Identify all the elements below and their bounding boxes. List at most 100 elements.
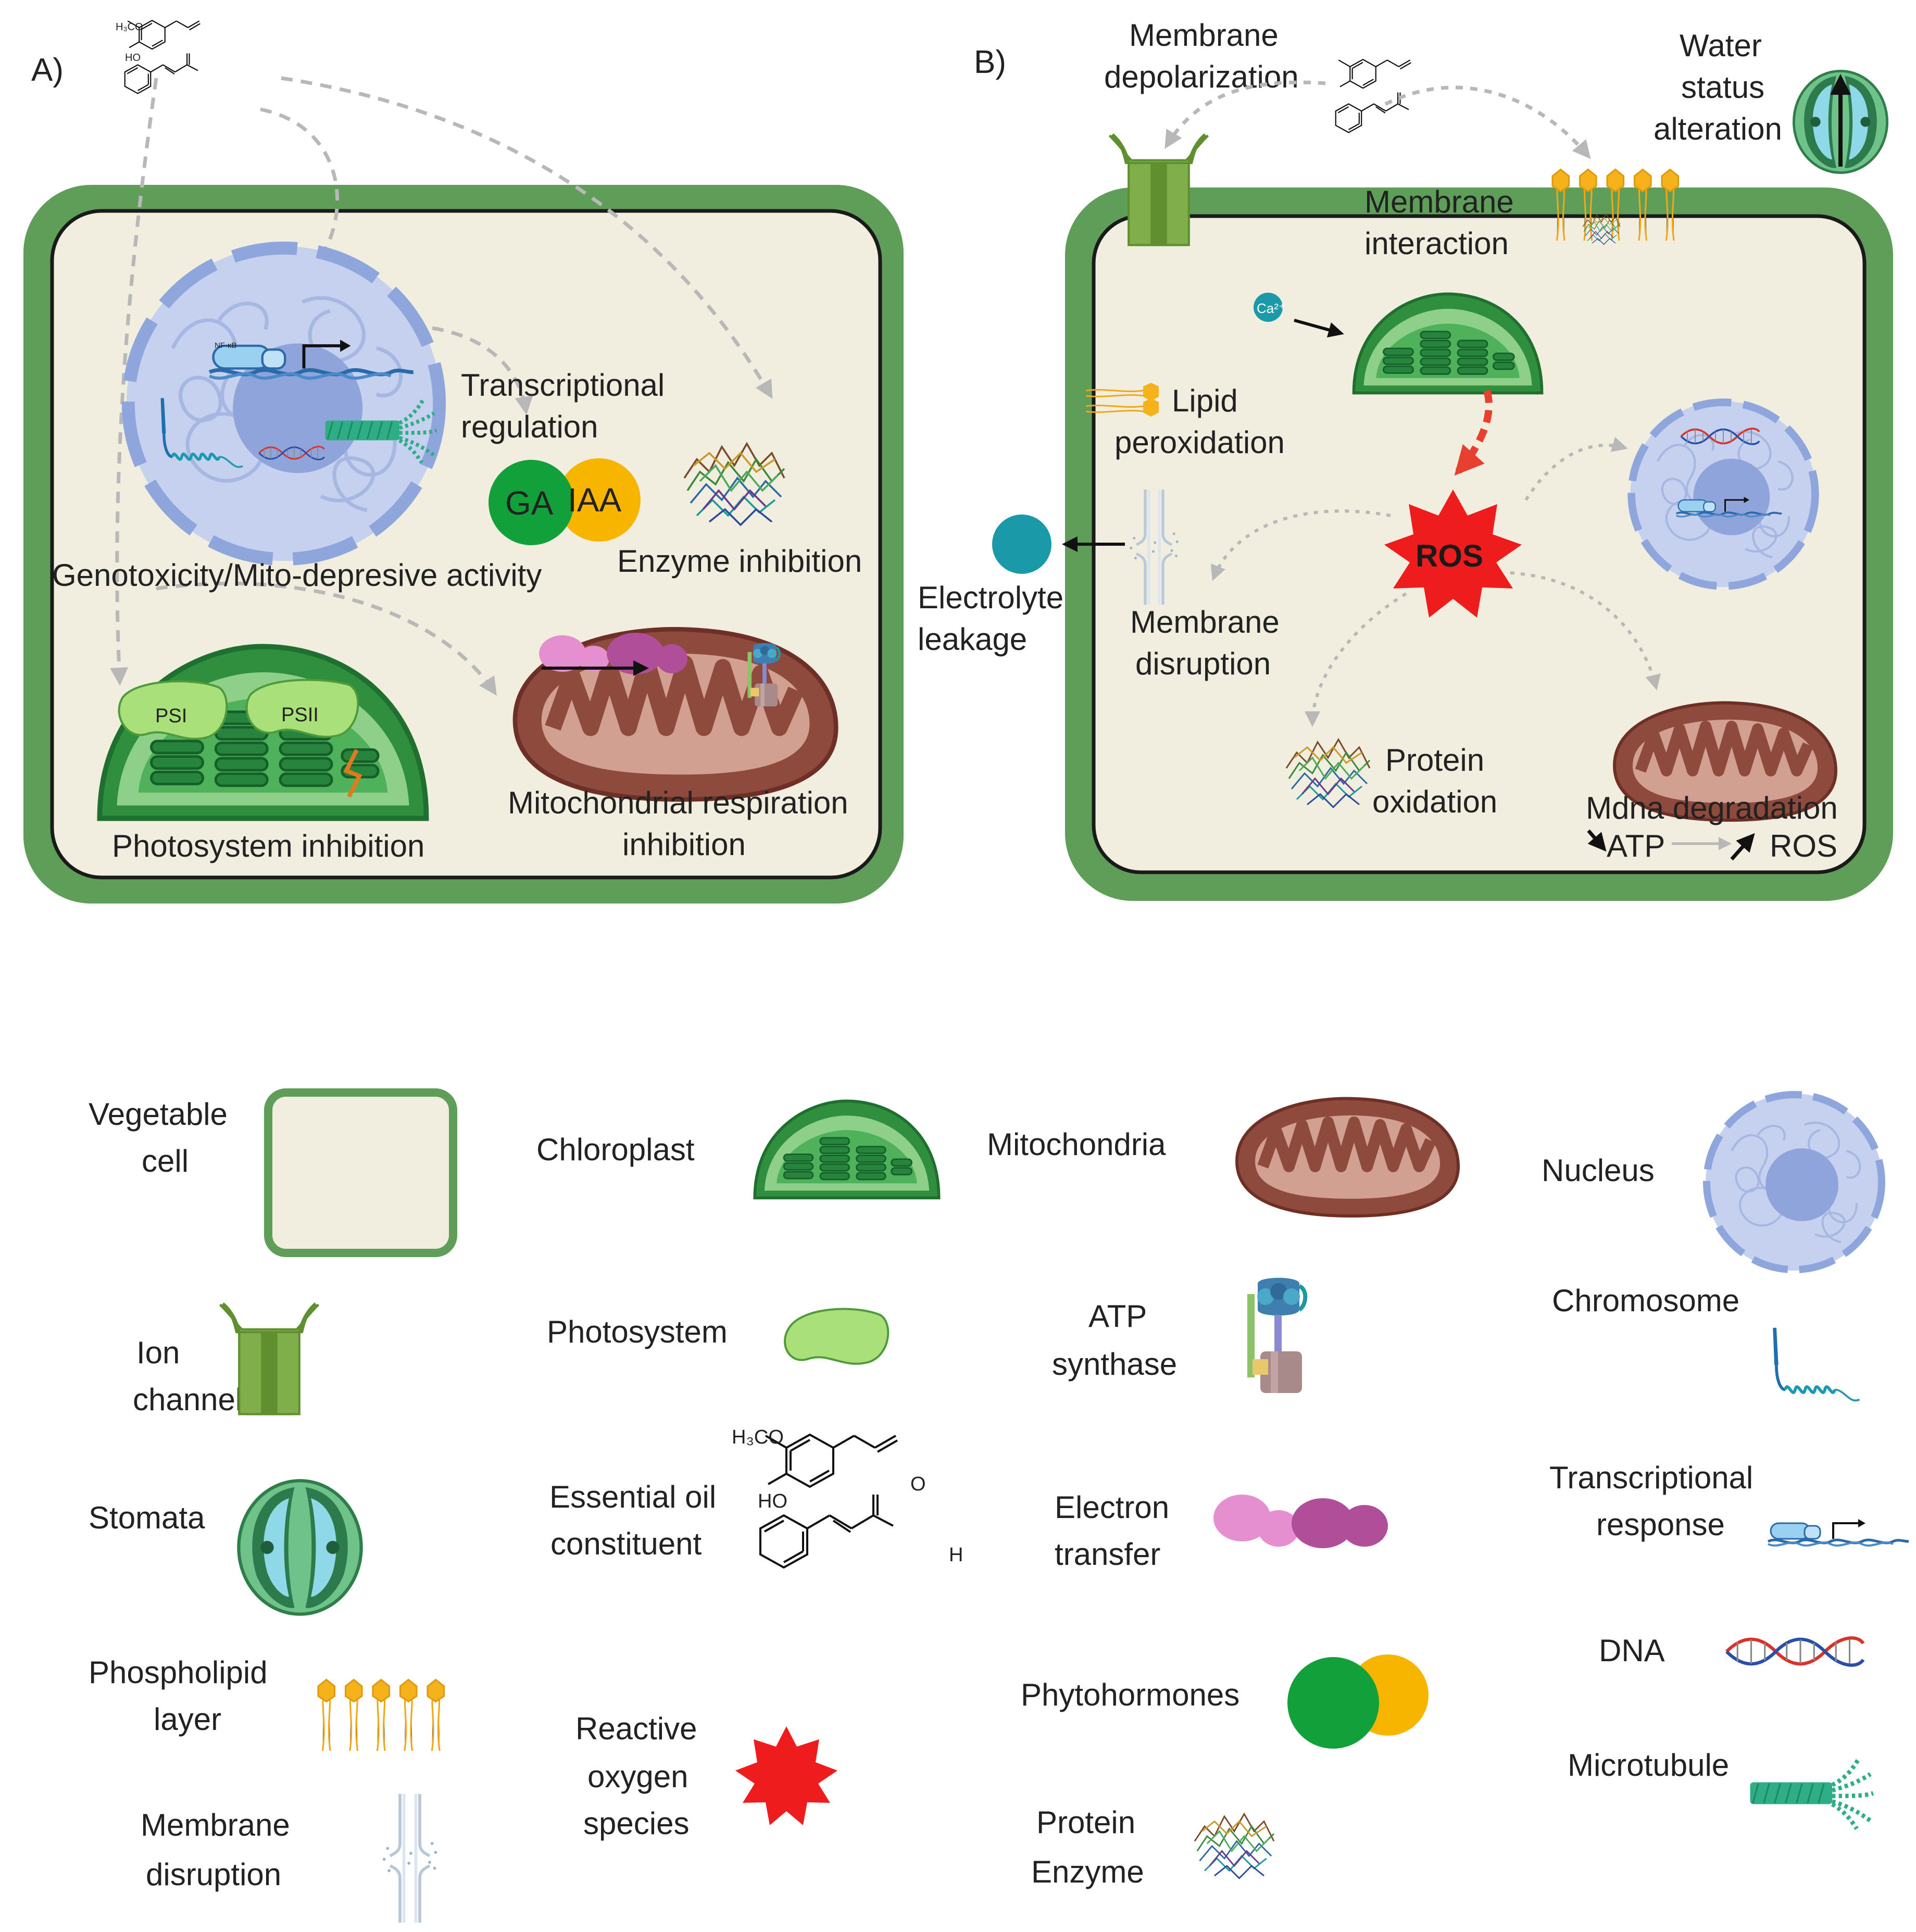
ca-ion (1254, 293, 1283, 322)
legend-dna-icon (1726, 1638, 1863, 1665)
water-status-2: status (1681, 70, 1764, 105)
protein-oxidation-1: Protein (1385, 743, 1484, 777)
mito-resp-label-1: Mitochondrial respiration (508, 785, 848, 820)
legend-atp-synthase-icon (1247, 1278, 1305, 1393)
legend-stomata-icon (239, 1481, 361, 1614)
ros-arrows (1211, 436, 1661, 727)
ca-label: Ca²⁺ (1257, 300, 1286, 316)
ros-label: ROS (1416, 538, 1483, 573)
legend-protein-enzyme-2: Enzyme (1031, 1854, 1144, 1889)
psii-label: PSII (281, 704, 319, 726)
legend-vegetable-cell-icon (264, 1088, 457, 1257)
legend-dna: DNA (1599, 1633, 1665, 1668)
ga-label: GA (505, 484, 554, 522)
enzyme-inhibition-label: Enzyme inhibition (617, 544, 862, 579)
legend-chromosome-icon (1773, 1328, 1859, 1401)
electron-flow-mark (343, 749, 362, 798)
legend-essential-oil-1: Essential oil (549, 1479, 716, 1514)
legend-vegetable-cell-2: cell (142, 1144, 189, 1178)
electrolyte-leakage-1: Electrolyte (918, 580, 1063, 615)
panel-b-label: B) (974, 44, 1006, 80)
legend-membrane-disruption-2: disruption (146, 1857, 281, 1892)
legend-ion-channel-1: Ion (136, 1335, 180, 1370)
atp-down-arrow (1587, 829, 1607, 852)
legend-stomata: Stomata (89, 1500, 205, 1535)
legend-ion-channel-2: channel (133, 1382, 242, 1417)
photosystem-inhibition-label: Photosystem inhibition (112, 829, 424, 863)
legend-electron-transfer-1: Electron (1055, 1490, 1169, 1525)
legend-nucleus-icon (1706, 1094, 1883, 1271)
ros-star (1384, 490, 1522, 618)
legend-nucleus: Nucleus (1542, 1153, 1655, 1188)
ca-arrow (1294, 319, 1344, 338)
legend-mitochondria: Mitochondria (987, 1127, 1166, 1162)
legend-membrane-disruption-icon (383, 1794, 437, 1923)
legend: Vegetable cell Ion channel Stomata Phosp… (89, 1088, 1909, 1923)
legend-essential-oil-2: constituent (550, 1526, 702, 1561)
psi-label: PSI (155, 705, 187, 727)
legend-chloroplast: Chloroplast (536, 1132, 695, 1167)
protein-oxidation-2: oxidation (1372, 784, 1497, 819)
legend-chromosome: Chromosome (1552, 1283, 1739, 1318)
legend-ros-3: species (583, 1806, 689, 1841)
chem-h3co-a: H₃CO (116, 21, 143, 33)
legend-atp-synthase-2: synthase (1052, 1347, 1177, 1382)
chem-h3co-legend: H₃CO (732, 1426, 784, 1448)
legend-ros-2: oxygen (587, 1759, 688, 1794)
membrane-depolarization-1: Membrane (1129, 18, 1279, 53)
psii-shape: PSII (245, 679, 359, 738)
legend-transcriptional-response-icon (1768, 1519, 1909, 1546)
legend-transcriptional-response-1: Transcriptional (1549, 1460, 1753, 1495)
legend-electron-transfer-2: transfer (1055, 1537, 1160, 1572)
legend-photosystem-icon (784, 1308, 890, 1365)
mito-resp-label-2: inhibition (622, 827, 746, 862)
lipid-peroxidation-1: Lipid (1172, 383, 1238, 418)
membrane-interaction-2: interaction (1364, 226, 1509, 261)
water-status-3: alteration (1654, 111, 1782, 146)
panel-a-molecule-labels: H₃CO HO (116, 21, 143, 64)
legend-phospholipid-icon (317, 1678, 445, 1752)
water-status-1: Water (1680, 28, 1762, 63)
membrane-disruption-b-1: Membrane (1130, 605, 1280, 639)
chem-ho-a: HO (125, 52, 141, 64)
iaa-circle (557, 458, 641, 542)
legend-electron-transfer-icon (1213, 1495, 1388, 1548)
mdna-degradation-label: Mdna degradation (1586, 791, 1838, 825)
ros-up-arrow (1730, 833, 1755, 861)
legend-phytohormones: Phytohormones (1021, 1677, 1239, 1712)
electron-transfer-a (539, 633, 687, 676)
membrane-depolarization-2: depolarization (1104, 59, 1299, 94)
panel-a-arrows (110, 76, 773, 696)
chem-o-legend: O (910, 1473, 926, 1495)
lipid-peroxidation-2: peroxidation (1114, 425, 1285, 460)
legend-atp-synthase-1: ATP (1088, 1299, 1147, 1334)
membrane-interaction-1: Membrane (1364, 184, 1514, 219)
chloroplast-ros-arrow (1454, 389, 1493, 476)
ros-small-label: ROS (1770, 829, 1837, 863)
transcriptional-regulation-1: Transcriptional (461, 368, 665, 403)
legend-mitochondria-icon (1237, 1099, 1458, 1216)
electrolyte-leakage-2: leakage (918, 622, 1027, 657)
legend-microtubule: Microtubule (1568, 1748, 1729, 1783)
legend-ros-icon (735, 1726, 837, 1825)
membrane-disruption-b-2: disruption (1135, 646, 1271, 681)
legend-protein-enzyme-icon (1194, 1813, 1275, 1879)
legend-phospholipid-1: Phospholipid (89, 1655, 268, 1690)
psi-shape: PSI (118, 680, 228, 740)
panel-a-label: A) (31, 52, 64, 88)
legend-protein-enzyme-1: Protein (1036, 1805, 1135, 1840)
transcriptional-regulation-2: regulation (461, 409, 598, 444)
legend-transcriptional-response-2: response (1596, 1507, 1725, 1542)
legend-microtubule-icon (1750, 1758, 1873, 1829)
legend-ros-1: Reactive (575, 1711, 697, 1746)
legend-ga-circle (1287, 1657, 1379, 1749)
iaa-label: IAA (568, 481, 621, 519)
genotoxicity-label: Genotoxicity/Mito-depresive activity (52, 558, 542, 593)
nucleus-a (127, 246, 441, 561)
panel-b-top-arrows (1164, 80, 1591, 159)
legend-phospholipid-2: layer (154, 1702, 221, 1737)
legend-photosystem: Photosystem (547, 1314, 728, 1349)
chem-ho-legend: HO (758, 1490, 787, 1512)
electrolyte-ion (992, 515, 1051, 574)
legend-vegetable-cell-1: Vegetable (89, 1097, 228, 1132)
